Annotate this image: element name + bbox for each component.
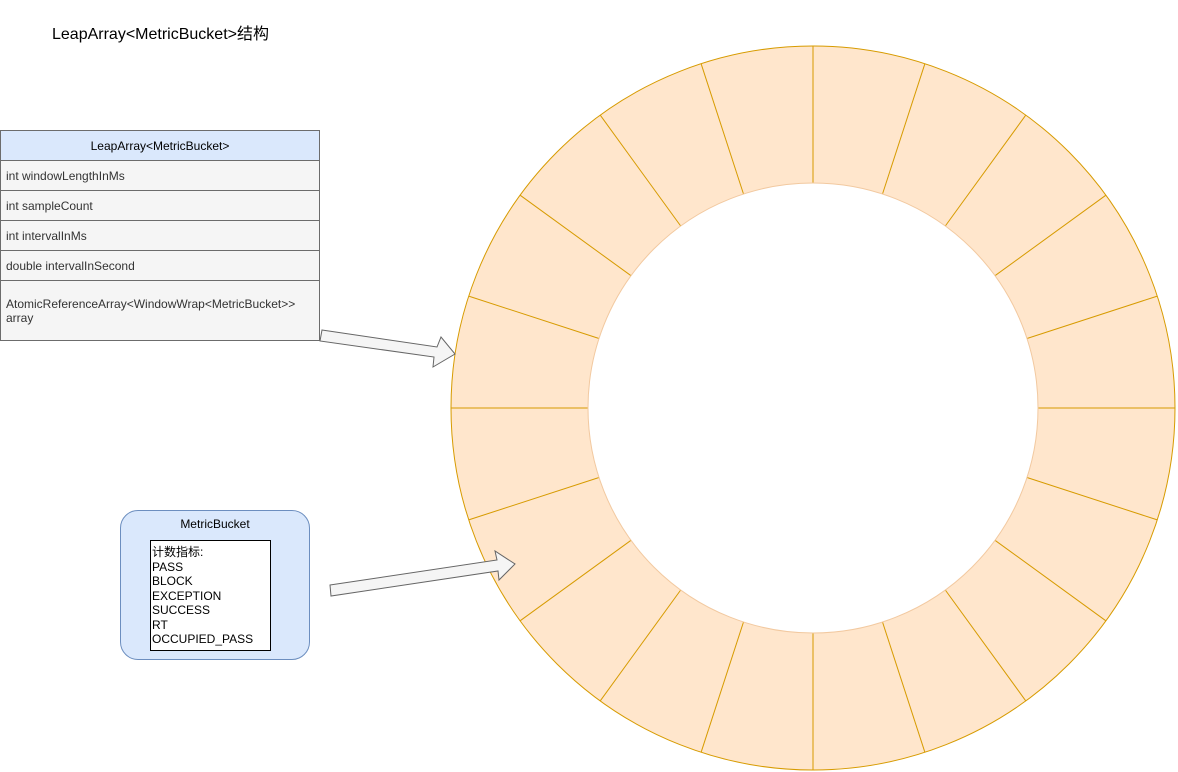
array-to-ring-arrow — [319, 329, 456, 368]
field-interval-ms: int intervalInMs — [1, 221, 319, 251]
leap-array-class-box: LeapArray<MetricBucket> int windowLength… — [0, 130, 320, 341]
metric-list-box: 计数指标: PASS BLOCK EXCEPTION SUCCESS RT OC… — [150, 540, 271, 651]
metric-bucket-box: MetricBucket 计数指标: PASS BLOCK EXCEPTION … — [120, 510, 310, 660]
metric-item: PASS — [152, 559, 184, 574]
ring-segment-divider — [882, 63, 926, 195]
ring-segment-divider — [700, 621, 744, 753]
ring-inner-edge — [587, 182, 1039, 634]
field-window-length: int windowLengthInMs — [1, 161, 319, 191]
metrics-label: 计数指标: — [152, 545, 204, 559]
ring-segment-divider — [882, 621, 926, 753]
ring-buffer — [450, 45, 1176, 771]
ring-segment-divider — [468, 477, 600, 521]
ring-segment-divider — [944, 114, 1027, 227]
leap-array-class-header: LeapArray<MetricBucket> — [1, 131, 319, 161]
bucket-to-ring-arrow — [329, 549, 516, 597]
metric-item: BLOCK — [152, 574, 193, 588]
metric-item: RT — [152, 617, 168, 632]
ring-segment-divider — [700, 63, 744, 195]
field-sample-count: int sampleCount — [1, 191, 319, 221]
ring-segment-divider — [468, 295, 600, 339]
ring-fill — [451, 46, 1175, 770]
ring-segment-divider — [944, 589, 1027, 702]
ring-segment-divider — [994, 194, 1107, 277]
ring-segment-divider — [1026, 477, 1158, 521]
field-interval-second: double intervalInSecond — [1, 251, 319, 281]
ring-outer-edge — [450, 45, 1176, 771]
ring-segment-divider — [994, 539, 1107, 622]
metric-bucket-title: MetricBucket — [180, 517, 250, 531]
ring-segment-divider — [599, 114, 682, 227]
ring-segment-divider — [519, 539, 632, 622]
metric-item: SUCCESS — [152, 603, 211, 617]
field-array: AtomicReferenceArray<WindowWrap<MetricBu… — [1, 281, 319, 340]
ring-segment-divider — [599, 589, 682, 702]
metric-item: EXCEPTION — [152, 588, 222, 603]
ring-segment-divider — [519, 194, 632, 277]
metric-item: OCCUPIED_PASS — [152, 632, 254, 646]
page-title: LeapArray<MetricBucket>结构 — [52, 26, 269, 43]
ring-segment-divider — [1026, 295, 1158, 339]
